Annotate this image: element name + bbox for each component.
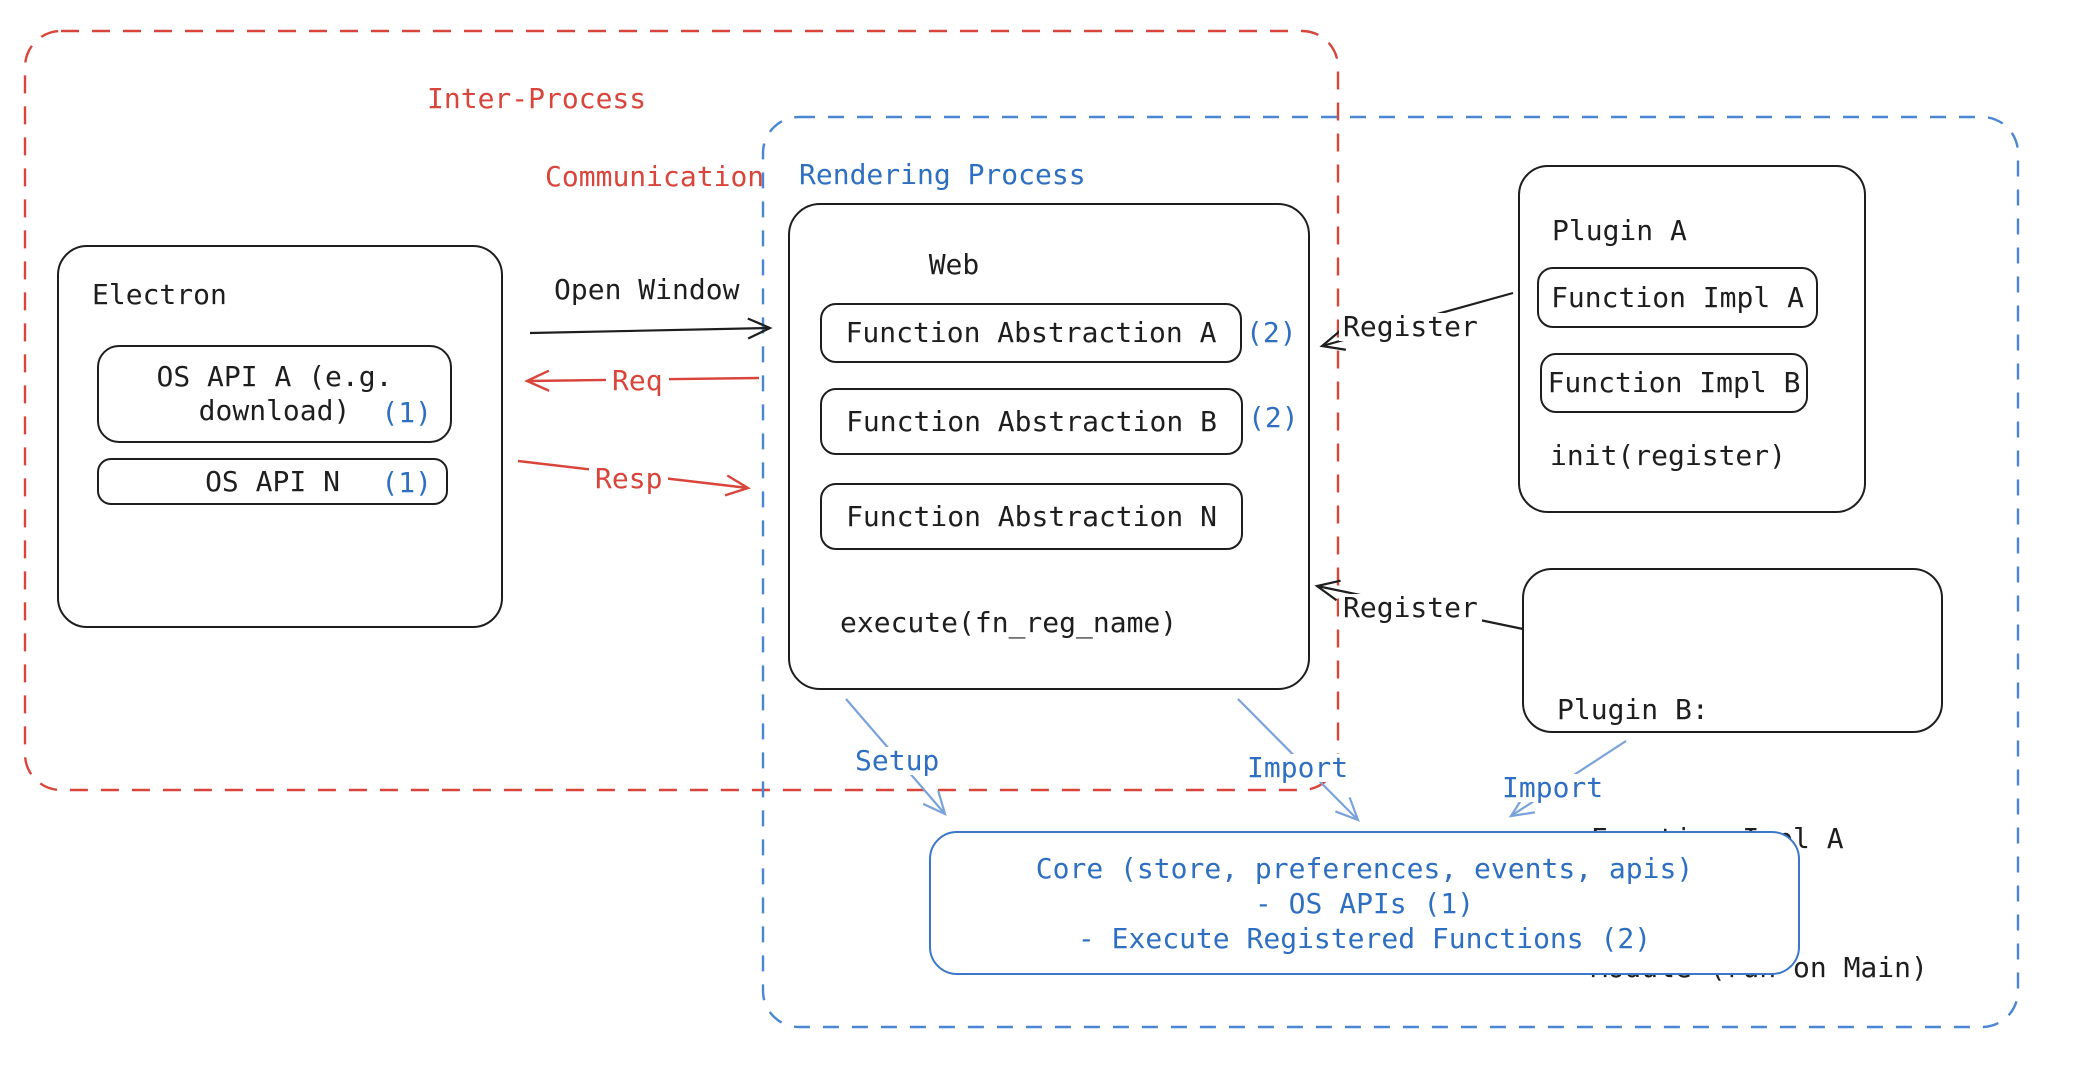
function-abstraction-a-badge: (2) [1246,316,1297,349]
function-impl-b-label: Function Impl B [1547,366,1801,399]
os-api-a-label-line1: OS API A (e.g. [156,360,393,393]
open-window-arrow [529,317,773,340]
resp-label: Resp [589,465,669,493]
import-label-plugin-b: Import [1498,774,1608,802]
import-label-web: Import [1243,754,1353,782]
os-api-a-label-line2: download) [198,394,351,427]
os-api-n-box: OS API N (1) [97,458,448,505]
plugin-a-box [1518,165,1866,513]
ipc-label: Inter-Process Communication [427,79,764,196]
os-api-n-label: OS API N [205,464,340,498]
plugin-a-title: Plugin A [1552,214,1687,247]
electron-title: Electron [92,278,227,311]
core-line-1: Core (store, preferences, events, apis) [1035,851,1694,885]
plugin-b-title: Plugin B: [1557,693,1709,726]
open-window-label: Open Window [548,276,746,304]
core-line-3: - Execute Registered Functions (2) [1077,921,1652,955]
function-abstraction-a-label: Function Abstraction A [845,316,1217,349]
function-abstraction-b-badge: (2) [1248,401,1299,434]
init-register-label: init(register) [1550,439,1787,472]
function-impl-b-box: Function Impl B [1540,353,1808,413]
ipc-label-line2: Communication [545,160,765,193]
register-label-plugin-a: Register [1339,313,1482,341]
ipc-label-line1: Inter-Process [427,82,647,115]
setup-label: Setup [851,747,944,775]
req-label: Req [606,367,669,395]
core-box: Core (store, preferences, events, apis) … [929,831,1800,975]
function-impl-a-box: Function Impl A [1537,267,1818,328]
core-line-2: - OS APIs (1) [1254,886,1475,920]
function-abstraction-b-box: Function Abstraction B [820,388,1243,455]
function-abstraction-n-label: Function Abstraction N [846,499,1217,533]
execute-label: execute(fn_reg_name) [840,606,1178,639]
function-impl-a-label: Function Impl A [1551,280,1804,314]
register-label-plugin-b: Register [1339,594,1482,622]
web-title: Web [928,248,980,281]
os-api-a-badge: (1) [381,396,432,429]
function-abstraction-n-box: Function Abstraction N [820,483,1243,550]
os-api-n-badge: (1) [381,466,432,499]
plugin-b-box: Plugin B: - Function Impl A - Module (ru… [1522,568,1943,984]
os-api-a-box: OS API A (e.g. download) (1) [97,345,452,443]
rendering-process-label: Rendering Process [799,158,1086,191]
function-abstraction-a-box: Function Abstraction A [820,303,1242,363]
function-abstraction-b-label: Function Abstraction B [846,404,1217,438]
